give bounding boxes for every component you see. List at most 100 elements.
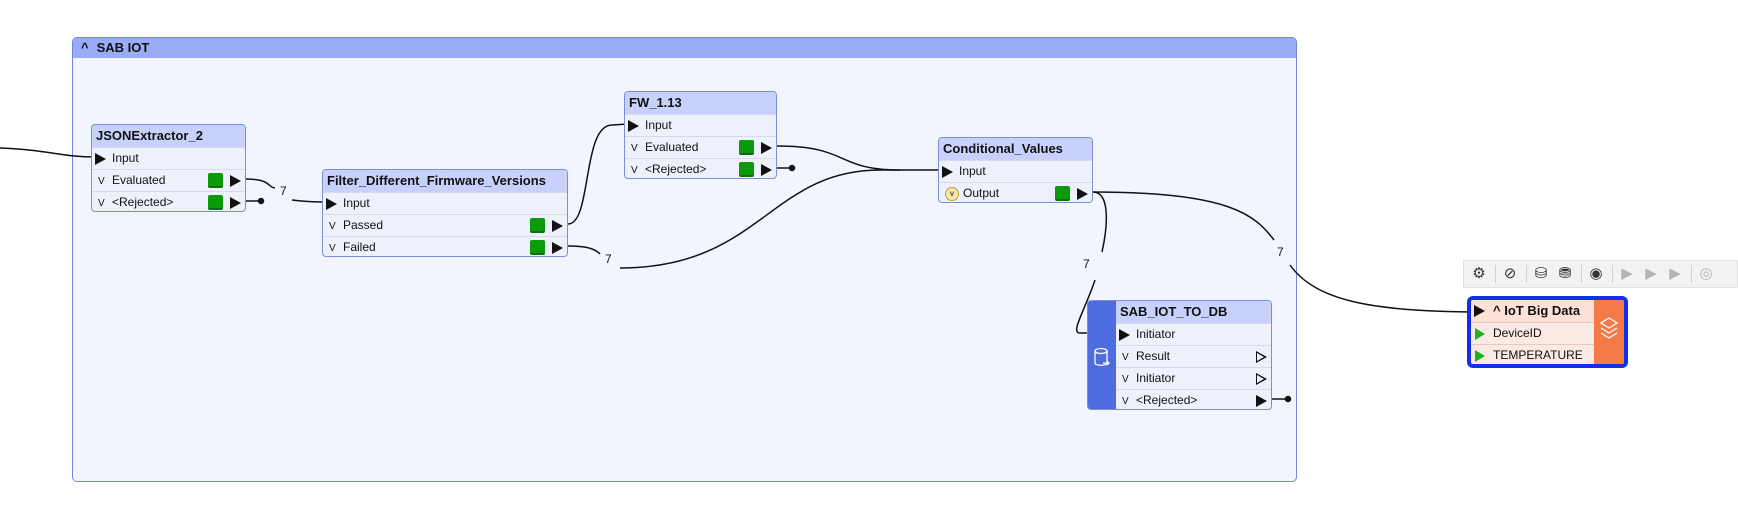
chevron-down-icon[interactable]: V [329, 221, 336, 232]
layers-icon [1599, 317, 1619, 339]
input-arrow-icon [628, 120, 639, 132]
output-arrow-icon[interactable] [552, 242, 563, 254]
feature-cache-icon[interactable] [739, 162, 754, 177]
attribute-arrow-icon [1475, 328, 1485, 340]
output-port-rejected[interactable]: V <Rejected> [92, 191, 245, 211]
transformer-title: Conditional_Values [939, 138, 1092, 160]
input-port[interactable]: Input [625, 114, 776, 136]
collapse-caret-icon[interactable]: ^ [1493, 303, 1501, 318]
transformer-fw[interactable]: FW_1.13 Input V Evaluated V <Rejected> [624, 91, 777, 179]
port-label: Result [1136, 349, 1171, 363]
output-arrow-icon[interactable] [552, 220, 563, 232]
writer-header[interactable]: ^ IoT Big Data [1471, 300, 1594, 323]
link-conditional-to-db [1075, 191, 1128, 334]
feature-cache-icon[interactable] [530, 240, 545, 255]
database-import-icon[interactable]: ⛁ [1534, 265, 1548, 282]
output-arrow-icon[interactable] [761, 142, 772, 154]
output-port-rejected[interactable]: V <Rejected> [625, 158, 776, 178]
database-view-icon[interactable]: ◉ [1589, 265, 1603, 282]
chevron-down-icon[interactable]: V [631, 165, 638, 176]
bookmark-header[interactable]: ^SAB IOT [73, 38, 1296, 58]
output-arrow-icon[interactable] [1077, 188, 1088, 200]
collapse-caret-icon[interactable]: ^ [81, 40, 89, 55]
input-arrow-icon [326, 198, 337, 210]
writer-iot-big-data[interactable]: ^ IoT Big Data DeviceID TEMPERATURE [1467, 296, 1628, 368]
attribute-label: TEMPERATURE [1493, 348, 1583, 362]
port-label: <Rejected> [112, 195, 174, 209]
run-just-this-icon[interactable]: ▶ [1669, 265, 1681, 282]
input-port[interactable]: Input [939, 160, 1092, 182]
link-passed-to-fw [567, 123, 629, 225]
output-arrow-icon[interactable] [1256, 395, 1267, 407]
link-conditional-to-iot [1092, 191, 1483, 313]
output-port-evaluated[interactable]: V Evaluated [625, 136, 776, 158]
rejected-dot [788, 164, 796, 172]
output-port-rejected[interactable]: V <Rejected> [1116, 389, 1271, 409]
transformer-filter[interactable]: Filter_Different_Firmware_Versions Input… [322, 169, 568, 257]
output-port-failed[interactable]: V Failed [323, 236, 567, 256]
database-writer-strip [1088, 301, 1116, 409]
transformer-title: Filter_Different_Firmware_Versions [323, 170, 567, 192]
input-port[interactable]: Initiator [1116, 323, 1271, 345]
feature-cache-icon[interactable] [739, 140, 754, 155]
chevron-down-icon[interactable]: V [1122, 396, 1129, 407]
chevron-down-icon[interactable]: V [1122, 374, 1129, 385]
chevron-down-icon[interactable]: V [98, 198, 105, 209]
writer-title: IoT Big Data [1504, 303, 1581, 318]
input-port[interactable]: Input [323, 192, 567, 214]
database-settings-icon[interactable]: ⛃ [1558, 265, 1572, 282]
output-port-passed[interactable]: V Passed [323, 214, 567, 236]
port-label: Failed [343, 240, 376, 254]
port-label: <Rejected> [645, 162, 707, 176]
rejected-dot [257, 197, 265, 205]
gear-icon[interactable]: ⚙ [1472, 265, 1486, 282]
disable-icon[interactable]: ⊘ [1503, 265, 1517, 282]
output-arrow-icon[interactable] [1256, 351, 1267, 363]
port-label: Input [959, 164, 986, 178]
chevron-down-icon[interactable]: V [98, 176, 105, 187]
port-label: Input [645, 118, 672, 132]
output-port-result[interactable]: V Result [1116, 345, 1271, 367]
output-arrow-icon[interactable] [1256, 373, 1267, 385]
run-to-this-icon[interactable]: ▶ [1621, 265, 1633, 282]
feature-cache-icon[interactable] [208, 195, 223, 210]
transformer-title: SAB_IOT_TO_DB [1116, 301, 1271, 323]
run-from-this-icon[interactable]: ▶ [1645, 265, 1657, 282]
port-label: Initiator [1136, 327, 1176, 341]
port-label: Evaluated [645, 140, 699, 154]
attribute-row[interactable]: TEMPERATURE [1471, 345, 1594, 364]
port-label: <Rejected> [1136, 393, 1198, 407]
feature-count-label: 7 [1083, 257, 1090, 271]
link-incoming [0, 147, 97, 158]
link-json-to-filter [244, 178, 325, 203]
node-toolbar: ⚙ ⊘ ⛁ ⛃ ◉ ▶ ▶ ▶ ◎ [1463, 260, 1738, 288]
output-arrow-icon[interactable] [230, 175, 241, 187]
chevron-down-icon[interactable]: V [631, 143, 638, 154]
port-label: Input [112, 151, 139, 165]
transformer-title: FW_1.13 [625, 92, 776, 114]
input-arrow-icon [1119, 329, 1130, 341]
output-arrow-icon[interactable] [761, 164, 772, 176]
chevron-down-icon[interactable]: V [1122, 352, 1129, 363]
link-fw-to-conditional [776, 145, 901, 171]
output-arrow-icon[interactable] [230, 197, 241, 209]
inspect-icon[interactable]: ◎ [1699, 265, 1713, 282]
input-port[interactable]: Input [92, 147, 245, 169]
port-label: Passed [343, 218, 384, 232]
input-arrow-icon [1474, 305, 1485, 317]
feature-count-label: 7 [1277, 245, 1284, 259]
chevron-down-icon[interactable]: V [329, 243, 336, 254]
attribute-row[interactable]: DeviceID [1471, 323, 1594, 345]
feature-cache-icon[interactable] [530, 218, 545, 233]
divider [1612, 265, 1613, 283]
port-label: Input [343, 196, 370, 210]
writer-accent-strip [1594, 300, 1624, 364]
feature-cache-icon[interactable] [208, 173, 223, 188]
feature-cache-icon[interactable] [1055, 186, 1070, 201]
